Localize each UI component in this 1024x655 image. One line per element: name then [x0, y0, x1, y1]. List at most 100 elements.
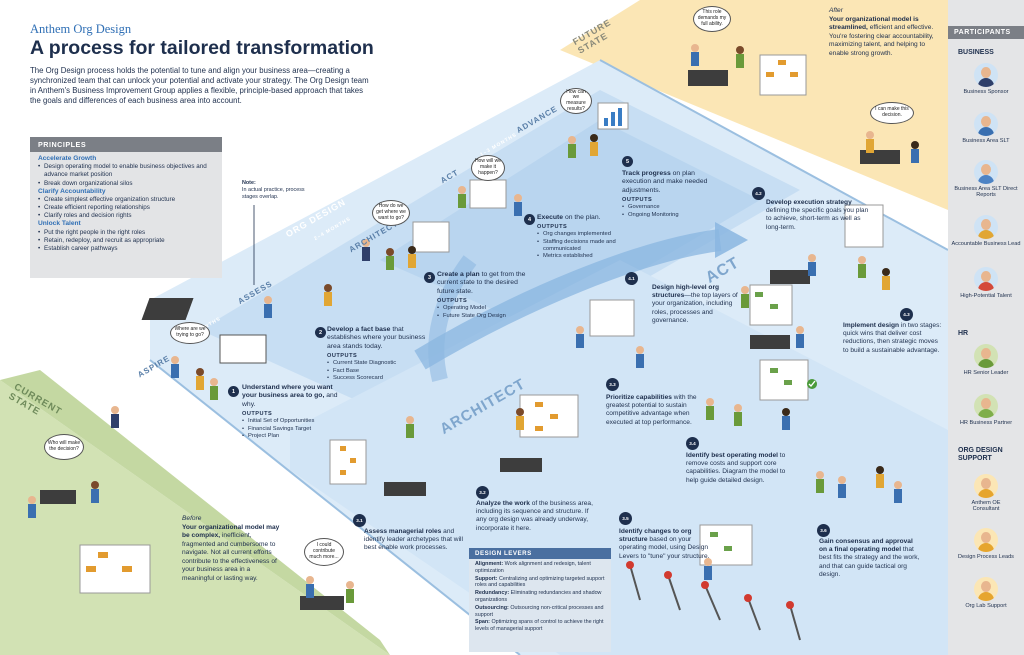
participants-section-title: HR: [958, 330, 969, 337]
substep-title: Design high-level org structures: [652, 284, 720, 300]
before-desc: inefficient, fragmented and cumbersome t…: [182, 532, 277, 582]
speech-bubble: I can make this decision.: [870, 102, 914, 124]
participant: Anthem OE Consultant: [948, 474, 1024, 512]
substep-desc: with the greatest potential to sustain c…: [606, 394, 697, 426]
substep-number: 3.1: [353, 514, 366, 527]
substep-4-1-text: Design high-level org structures—the top…: [652, 284, 750, 325]
output-item: Ongoing Monitoring: [622, 212, 722, 219]
step-2-text: Develop a fact base that establishes whe…: [327, 326, 431, 382]
avatar: [974, 394, 998, 418]
avatar: [974, 63, 998, 87]
design-lever-term: Alignment:: [475, 561, 504, 567]
step-number: 1: [228, 386, 239, 397]
design-levers-panel: DESIGN LEVERS Alignment: Work alignment …: [469, 548, 611, 652]
design-lever-term: Support:: [475, 575, 498, 582]
after-text: After Your organizational model is strea…: [829, 7, 939, 58]
output-item: Operating Model: [437, 305, 537, 312]
design-lever-term: Span:: [475, 619, 490, 626]
output-item: Org changes implemented: [537, 231, 633, 238]
participant-label: Business Area SLT Direct Reports: [954, 186, 1018, 198]
participant-label: HR Senior Leader: [963, 370, 1009, 376]
avatar: [974, 215, 998, 239]
intro-text: The Org Design process holds the potenti…: [30, 66, 369, 106]
principle-item: Design operating model to enable busines…: [38, 163, 214, 179]
participant-label: Anthem OE Consultant: [971, 500, 1001, 512]
substep-desc: in two stages: quick wins that deliver c…: [843, 322, 942, 354]
after-bold: Your organizational model is streamlined…: [829, 15, 919, 32]
after-label: After: [829, 7, 843, 14]
outputs-label: OUTPUTS: [622, 197, 653, 204]
participant: HR Business Partner: [948, 394, 1024, 426]
output-item: Staffing decisions made and communicated: [537, 239, 633, 253]
participant-label: HR Business Partner: [959, 420, 1013, 426]
substep-title: Prioritize capabilities: [606, 394, 672, 401]
principle-item: Establish career pathways: [38, 245, 214, 253]
substep-3-1-text: Assess managerial roles and identify lea…: [364, 528, 466, 553]
output-item: Future State Org Design: [437, 313, 537, 320]
participant: Design Process Leads: [948, 528, 1024, 560]
output-item: Project Plan: [242, 433, 346, 440]
avatar: [974, 528, 998, 552]
substep-desc: —the top layers of your organization, in…: [652, 292, 738, 324]
substep-4-2-text: Develop execution strategy defining the …: [766, 199, 870, 232]
avatar-body: [978, 78, 994, 87]
substep-desc: of the business area, including its sequ…: [476, 500, 593, 532]
principles-heading: PRINCIPLES: [30, 137, 222, 152]
participants-section-title: BUSINESS: [958, 49, 994, 56]
participant: Business Sponsor: [948, 63, 1024, 95]
output-item: Metrics established: [537, 253, 633, 260]
before-bold: Your organizational model may be complex…: [182, 523, 280, 540]
participant-label: Business Sponsor: [963, 89, 1009, 95]
avatar: [974, 344, 998, 368]
step-title: Create a plan: [437, 271, 480, 278]
substep-3-4-text: Identify best operating model to remove …: [686, 452, 790, 485]
step-number: 5: [622, 156, 633, 167]
principle-item: Break down organizational silos: [38, 180, 214, 188]
step-desc: on the plan.: [563, 214, 601, 221]
substep-title: Assess managerial roles: [364, 528, 442, 535]
design-lever-desc: Eliminating redundancies and shadow orga…: [475, 590, 602, 603]
outputs-label: OUTPUTS: [242, 411, 273, 418]
design-lever-item: Redundancy: Eliminating redundancies and…: [475, 590, 605, 604]
speech-bubble: I could contribute much more...: [304, 538, 344, 566]
participant-label: Design Process Leads: [958, 554, 1014, 560]
design-lever-desc: Optimizing spans of control to achieve t…: [475, 619, 604, 633]
note: Note: In actual practice, process stages…: [242, 180, 312, 200]
participant-label: Org Lab Support: [965, 603, 1007, 609]
step-title: Develop a fact base: [327, 326, 391, 333]
output-item: Current State Diagnostic: [327, 360, 431, 367]
substep-3-6-text: Gain consensus and approval on a final o…: [819, 538, 921, 579]
speech-bubble: How will we make it happen?: [471, 155, 505, 181]
step-4-text: Execute on the plan. OUTPUTS Org changes…: [537, 214, 633, 261]
principle-item: Retain, redeploy, and recruit as appropr…: [38, 237, 214, 245]
note-title: Note:: [242, 180, 256, 186]
participant: Org Lab Support: [948, 577, 1024, 609]
principle-item: Put the right people in the right roles: [38, 229, 214, 237]
substep-title: Identify best operating model: [686, 452, 778, 459]
avatar: [974, 267, 998, 291]
substep-title: Develop execution strategy: [766, 199, 852, 206]
substep-number: 3.5: [619, 512, 632, 525]
principle-item: Create efficient reporting relationships: [38, 204, 214, 212]
step-number: 3: [424, 272, 435, 283]
substep-number: 4.1: [625, 272, 638, 285]
step-number: 2: [315, 327, 326, 338]
participant-label: Accountable Business Lead: [951, 241, 1021, 247]
participant: Business Area SLT: [948, 112, 1024, 144]
participants-section-title: ORG DESIGN SUPPORT: [958, 447, 1003, 463]
step-title: Understand where you want your business …: [242, 384, 333, 400]
substep-number: 3.4: [686, 437, 699, 450]
substep-number: 4.3: [900, 308, 913, 321]
participant: Business Area SLT Direct Reports: [948, 160, 1024, 198]
principle-group-title: Clarify Accountability: [38, 187, 106, 195]
output-item: Fact Base: [327, 368, 431, 375]
principle-group-title: Accelerate Growth: [38, 155, 97, 162]
outputs-label: OUTPUTS: [327, 353, 358, 360]
substep-3-3-text: Prioritize capabilities with the greates…: [606, 394, 714, 427]
step-desc: and why.: [242, 392, 338, 408]
output-item: Governance: [622, 204, 722, 211]
design-lever-term: Outsourcing:: [475, 604, 509, 611]
speech-bubble: How can we measure results?: [560, 88, 592, 114]
step-desc: that establishes where your business are…: [327, 326, 426, 350]
page-title: A process for tailored transformation: [30, 37, 374, 59]
